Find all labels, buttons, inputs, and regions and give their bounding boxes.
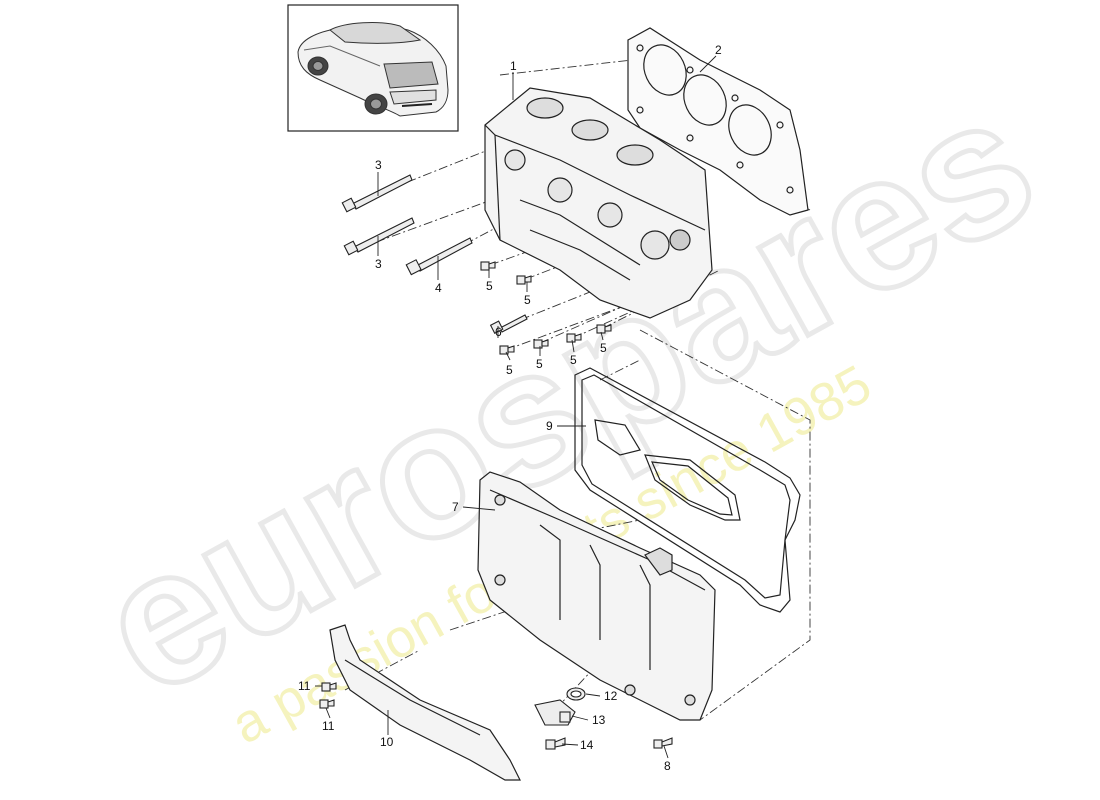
- callout-10: 10: [380, 735, 394, 749]
- valve-cover: [477, 471, 716, 721]
- valve-cover-gasket: [574, 367, 801, 613]
- callout-3a: 3: [375, 158, 382, 172]
- callout-8: 8: [664, 759, 671, 773]
- callout-5d: 5: [536, 357, 543, 371]
- callout-11b: 11: [322, 719, 335, 733]
- callout-3b: 3: [375, 257, 382, 271]
- car-rear-three-quarter-icon: [297, 22, 449, 117]
- callout-5e: 5: [570, 353, 577, 367]
- callout-11a: 11: [298, 679, 311, 693]
- bolts: [319, 174, 673, 750]
- callout-13: 13: [592, 713, 606, 727]
- callout-2: 2: [715, 43, 722, 57]
- callout-5f: 5: [600, 341, 607, 355]
- callout-14: 14: [580, 738, 594, 752]
- vehicle-thumbnail: [287, 4, 459, 132]
- callout-4: 4: [435, 281, 442, 295]
- callout-12: 12: [604, 689, 618, 703]
- callout-5b: 5: [524, 293, 531, 307]
- callout-5c: 5: [506, 363, 513, 377]
- callout-9: 9: [546, 419, 553, 433]
- callout-6: 6: [495, 325, 502, 339]
- callout-7: 7: [452, 500, 459, 514]
- cylinder-head: [484, 87, 713, 319]
- leader-lines: [315, 55, 717, 759]
- callout-1: 1: [510, 59, 517, 73]
- sensor-parts: [534, 687, 586, 726]
- callouts: 1 2 3 3 4 5 5 6 5 5 5 5 9 7 11 11 10 12 …: [298, 43, 722, 773]
- callout-5a: 5: [486, 279, 493, 293]
- heat-shield: [329, 624, 521, 781]
